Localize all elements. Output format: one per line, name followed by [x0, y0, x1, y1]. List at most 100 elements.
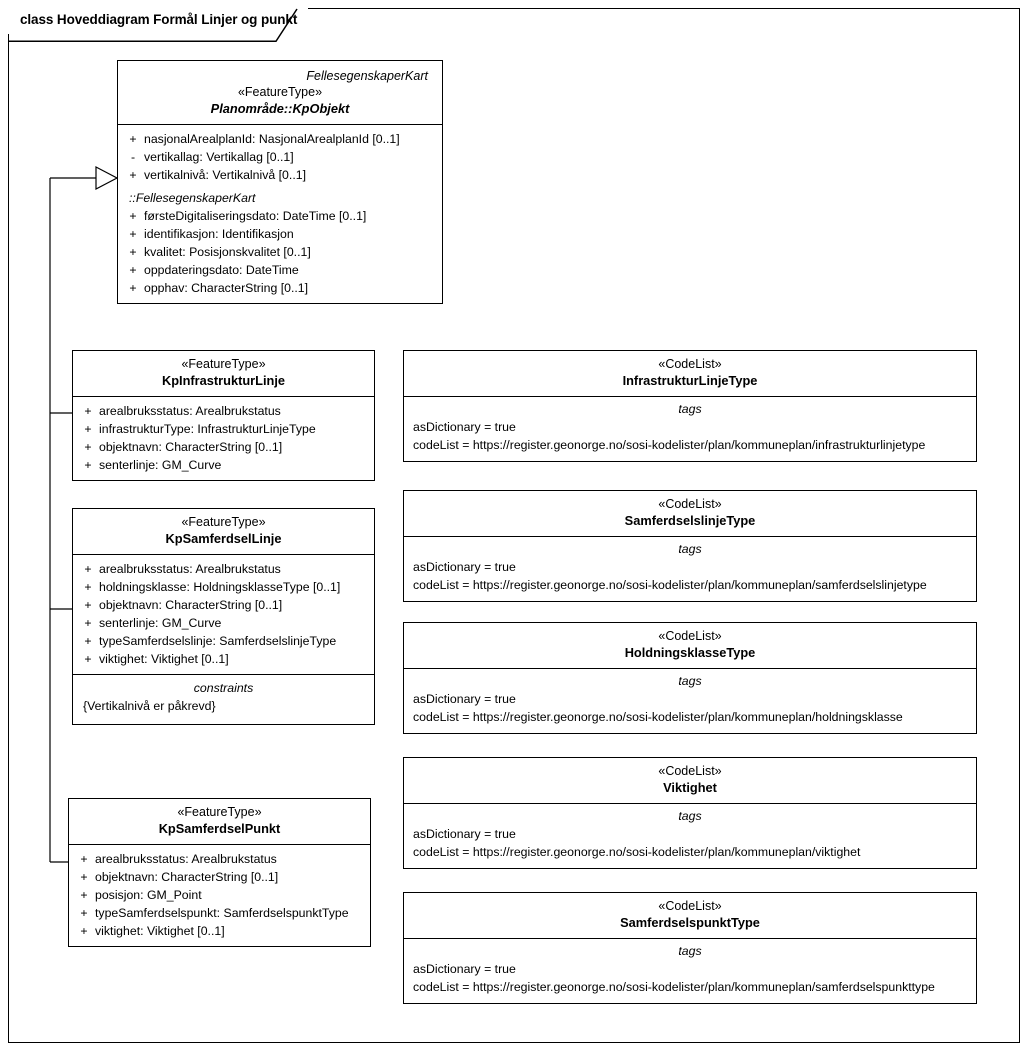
visibility-marker: +	[84, 634, 92, 648]
class-name: KpInfrastrukturLinje	[161, 373, 285, 388]
attribute-row: + arealbruksstatus: Arealbrukstatus	[73, 850, 366, 868]
stereotype-label: «CodeList»	[658, 629, 722, 643]
class-name: SamferdselspunktType	[620, 915, 760, 930]
attribute-row: + senterlinje: GM_Curve	[77, 456, 370, 474]
tag-item: codeList = https://register.geonorge.no/…	[413, 845, 861, 859]
attribute-row: + typeSamferdselslinje: Samferdselslinje…	[77, 632, 370, 650]
attribute-row: + viktighet: Viktighet [0..1]	[77, 650, 370, 668]
visibility-marker: +	[80, 924, 88, 938]
tag-item: codeList = https://register.geonorge.no/…	[413, 578, 927, 592]
stereotype-label: «CodeList»	[658, 899, 722, 913]
codelist-header-samferdselspunkttype: «CodeList» SamferdselspunktType	[404, 893, 976, 938]
attribute-row: + objektnavn: CharacterString [0..1]	[77, 596, 370, 614]
stereotype-label: «CodeList»	[658, 497, 722, 511]
class-name: InfrastrukturLinjeType	[622, 373, 758, 388]
attribute-text: nasjonalArealplanId: NasjonalArealplanId…	[144, 132, 400, 146]
inherited-group-label: ::FellesegenskaperKart	[129, 191, 256, 205]
attribute-text: førsteDigitaliseringsdato: DateTime [0..…	[144, 209, 367, 223]
attribute-row: + holdningsklasse: HoldningsklasseType […	[77, 578, 370, 596]
package-label: FellesegenskaperKart	[306, 69, 428, 83]
attributes-compartment-kpobjekt: + nasjonalArealplanId: NasjonalArealplan…	[118, 124, 442, 303]
class-box-kpobjekt[interactable]: FellesegenskaperKart «FeatureType» Plano…	[117, 60, 443, 304]
attribute-text: infrastrukturType: InfrastrukturLinjeTyp…	[99, 422, 316, 436]
tag-item: asDictionary = true	[413, 560, 516, 574]
visibility-marker: +	[129, 281, 137, 295]
attribute-text: senterlinje: GM_Curve	[99, 616, 222, 630]
visibility-marker: +	[129, 227, 137, 241]
tags-compartment-infrastrukturlinjetype: tags asDictionary = true codeList = http…	[404, 396, 976, 461]
visibility-marker: +	[84, 580, 92, 594]
attribute-text: arealbruksstatus: Arealbrukstatus	[99, 404, 281, 418]
visibility-marker: +	[80, 870, 88, 884]
visibility-marker: +	[84, 440, 92, 454]
visibility-marker: -	[130, 150, 136, 164]
attribute-row: + nasjonalArealplanId: NasjonalArealplan…	[122, 130, 438, 148]
attribute-text: holdningsklasse: HoldningsklasseType [0.…	[99, 580, 341, 594]
tag-item: codeList = https://register.geonorge.no/…	[413, 438, 926, 452]
attribute-text: posisjon: GM_Point	[95, 888, 202, 902]
stereotype-label: «CodeList»	[658, 357, 722, 371]
attribute-row: + arealbruksstatus: Arealbrukstatus	[77, 402, 370, 420]
attribute-row: + vertikalnivå: Vertikalnivå [0..1]	[122, 166, 438, 184]
class-box-kpinfrastrukturlinje[interactable]: «FeatureType» KpInfrastrukturLinje + are…	[72, 350, 375, 481]
attribute-text: typeSamferdselslinje: SamferdselslinjeTy…	[99, 634, 337, 648]
attribute-row: + opphav: CharacterString [0..1]	[122, 279, 438, 297]
tag-item: asDictionary = true	[413, 827, 516, 841]
class-box-kpsamferdselpunkt[interactable]: «FeatureType» KpSamferdselPunkt + arealb…	[68, 798, 371, 947]
stereotype-label: «FeatureType»	[181, 515, 266, 529]
codelist-header-samferdselslinjetype: «CodeList» SamferdselslinjeType	[404, 491, 976, 536]
tags-title: tags	[678, 809, 702, 823]
attribute-text: objektnavn: CharacterString [0..1]	[95, 870, 279, 884]
attributes-compartment-kpsamferdselpunkt: + arealbruksstatus: Arealbrukstatus + ob…	[69, 844, 370, 946]
tab-outline-icon	[8, 8, 298, 42]
attribute-text: objektnavn: CharacterString [0..1]	[99, 598, 283, 612]
attribute-row: + posisjon: GM_Point	[73, 886, 366, 904]
class-header-kpinfrastrukturlinje: «FeatureType» KpInfrastrukturLinje	[73, 351, 374, 396]
class-name: KpSamferdselLinje	[165, 531, 282, 546]
codelist-box-samferdselslinjetype[interactable]: «CodeList» SamferdselslinjeType tags asD…	[403, 490, 977, 602]
constraint-item: {Vertikalnivå er påkrevd}	[83, 699, 216, 713]
attribute-row: + arealbruksstatus: Arealbrukstatus	[77, 560, 370, 578]
tags-compartment-samferdselspunkttype: tags asDictionary = true codeList = http…	[404, 938, 976, 1003]
class-name: SamferdselslinjeType	[624, 513, 756, 528]
visibility-marker: +	[129, 168, 137, 182]
attribute-row: + typeSamferdselspunkt: Samferdselspunkt…	[73, 904, 366, 922]
codelist-box-viktighet[interactable]: «CodeList» Viktighet tags asDictionary =…	[403, 757, 977, 869]
visibility-marker: +	[84, 562, 92, 576]
codelist-box-infrastrukturlinjetype[interactable]: «CodeList» InfrastrukturLinjeType tags a…	[403, 350, 977, 462]
class-name: KpSamferdselPunkt	[158, 821, 281, 836]
codelist-box-holdningsklassetype[interactable]: «CodeList» HoldningsklasseType tags asDi…	[403, 622, 977, 734]
visibility-marker: +	[84, 458, 92, 472]
class-header-kpsamferdselpunkt: «FeatureType» KpSamferdselPunkt	[69, 799, 370, 844]
codelist-box-samferdselspunkttype[interactable]: «CodeList» SamferdselspunktType tags asD…	[403, 892, 977, 1004]
visibility-marker: +	[84, 652, 92, 666]
attribute-row: + infrastrukturType: InfrastrukturLinjeT…	[77, 420, 370, 438]
tags-title: tags	[678, 542, 702, 556]
attribute-row: + viktighet: Viktighet [0..1]	[73, 922, 366, 940]
tag-item: asDictionary = true	[413, 420, 516, 434]
attribute-text: senterlinje: GM_Curve	[99, 458, 222, 472]
tags-compartment-viktighet: tags asDictionary = true codeList = http…	[404, 803, 976, 868]
attribute-text: vertikallag: Vertikallag [0..1]	[144, 150, 294, 164]
class-name: Planområde::KpObjekt	[210, 101, 350, 116]
visibility-marker: +	[129, 263, 137, 277]
class-name: Viktighet	[663, 780, 717, 795]
codelist-header-holdningsklassetype: «CodeList» HoldningsklasseType	[404, 623, 976, 668]
visibility-marker: +	[80, 888, 88, 902]
class-box-kpsamferdsellinje[interactable]: «FeatureType» KpSamferdselLinje + arealb…	[72, 508, 375, 725]
visibility-marker: +	[129, 245, 137, 259]
attribute-text: vertikalnivå: Vertikalnivå [0..1]	[144, 168, 306, 182]
constraints-title: constraints	[193, 681, 254, 695]
attribute-row: + identifikasjon: Identifikasjon	[122, 225, 438, 243]
tags-title: tags	[678, 402, 702, 416]
diagram-title: class Hoveddiagram Formål Linjer og punk…	[20, 12, 298, 27]
attribute-text: opphav: CharacterString [0..1]	[144, 281, 309, 295]
stereotype-label: «CodeList»	[658, 764, 722, 778]
attribute-text: viktighet: Viktighet [0..1]	[99, 652, 229, 666]
class-name: HoldningsklasseType	[624, 645, 756, 660]
attribute-row: + senterlinje: GM_Curve	[77, 614, 370, 632]
codelist-header-viktighet: «CodeList» Viktighet	[404, 758, 976, 803]
attribute-text: identifikasjon: Identifikasjon	[144, 227, 294, 241]
tags-title: tags	[678, 674, 702, 688]
